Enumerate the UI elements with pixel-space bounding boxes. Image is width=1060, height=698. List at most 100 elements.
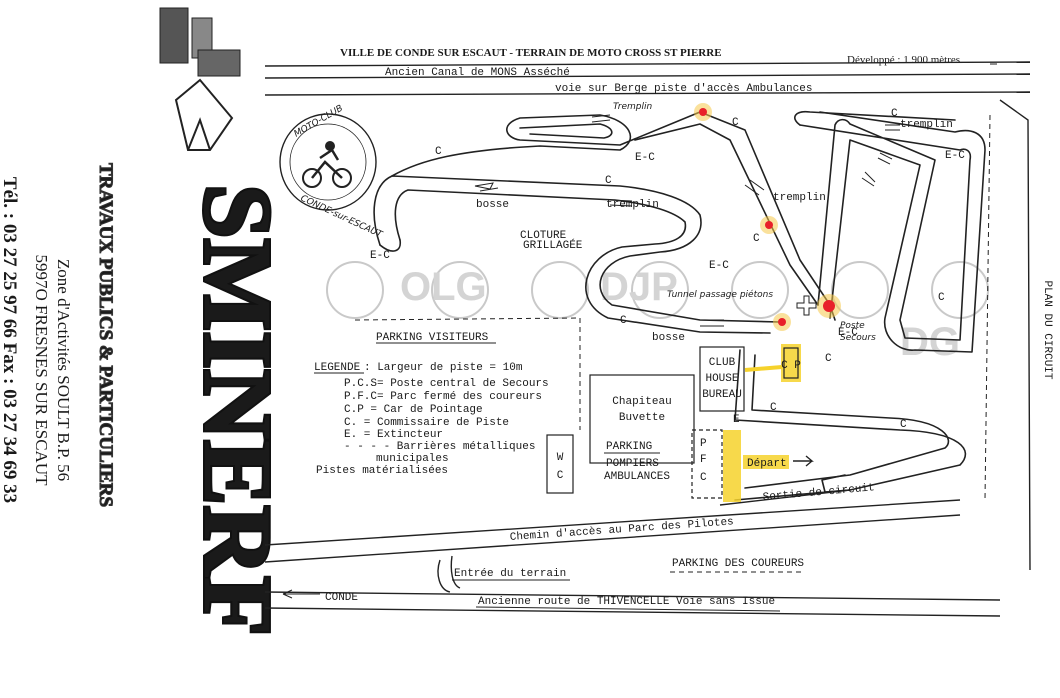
chemin-label: Chemin d'accès au Parc des Pilotes bbox=[509, 516, 734, 544]
watermark-text-3: DG bbox=[900, 320, 960, 364]
parc-ferme-box bbox=[691, 429, 723, 499]
tremplin-label: tremplin bbox=[606, 199, 659, 211]
depart-arrow bbox=[793, 455, 814, 467]
entree-commissaire-label: E-C bbox=[709, 260, 729, 272]
legend-width: : Largeur de piste = 10m bbox=[364, 362, 523, 374]
buvette-label: Buvette bbox=[619, 412, 665, 424]
legend-item: P.C.S= Poste central de Secours bbox=[344, 378, 549, 390]
road-line bbox=[264, 73, 1031, 79]
pfc-p-label: P bbox=[700, 438, 707, 450]
wc-box bbox=[546, 434, 574, 494]
legend-title: LEGENDE bbox=[314, 362, 361, 374]
tremplin-label: tremplin bbox=[773, 192, 826, 204]
commissaire-label: C bbox=[900, 419, 907, 431]
lower-roads: Chemin d'accès au Parc des Pilotes Entré… bbox=[264, 499, 1001, 617]
ambulances-label: AMBULANCES bbox=[604, 471, 670, 483]
car-pointage-highlight bbox=[781, 344, 801, 382]
moto-club-top: MOTO-CLUB bbox=[293, 104, 345, 140]
depart-highlight bbox=[743, 455, 789, 469]
jump-markers bbox=[474, 114, 900, 327]
legend-item: Pistes matérialisées bbox=[316, 465, 448, 477]
barrier-line bbox=[984, 114, 991, 501]
tremplin-handwritten: Tremplin bbox=[613, 102, 653, 112]
cp-label: C P bbox=[781, 360, 801, 372]
moto-club-logo: MOTO-CLUB CONDE-sur-ESCAUT bbox=[279, 104, 385, 241]
legend-item: C.P = Car de Pointage bbox=[344, 404, 483, 416]
pfc-f-label: F bbox=[700, 454, 707, 466]
chapiteau-label: Chapiteau bbox=[612, 396, 671, 408]
company-logo: SMINERF bbox=[183, 184, 291, 636]
legend-item: C. = Commissaire de Piste bbox=[344, 417, 509, 429]
bureau-label: BUREAU bbox=[702, 389, 742, 401]
depart-label: Départ bbox=[747, 458, 787, 470]
conde-label: CONDE bbox=[325, 592, 358, 604]
watermark: OLG DJP DG bbox=[326, 261, 989, 364]
berge-label: voie sur Berge piste d'accès Ambulances bbox=[555, 83, 812, 95]
commissaire-label: C bbox=[620, 315, 627, 327]
commissaire-label: C bbox=[605, 175, 612, 187]
legend-item: municipales bbox=[376, 453, 449, 465]
parking-visiteurs-label: PARKING VISITEURS bbox=[376, 332, 489, 344]
wc-w-label: W bbox=[557, 452, 564, 464]
road-line bbox=[264, 61, 1031, 67]
map-title: VILLE DE CONDE SUR ESCAUT - TERRAIN DE M… bbox=[340, 47, 722, 59]
entree-commissaire-label: E-C bbox=[945, 150, 965, 162]
road-line bbox=[264, 91, 1031, 96]
commissaire-label: C bbox=[435, 146, 442, 158]
company-tagline: TRAVAUX PUBLICS & PARTICULIERS bbox=[95, 163, 116, 507]
legend-item: E. = Extincteur bbox=[344, 429, 443, 441]
commissaire-label: C bbox=[825, 353, 832, 365]
extincteur-label: E bbox=[733, 414, 740, 426]
parking-coureurs-label: PARKING DES COUREURS bbox=[672, 558, 804, 570]
parking-label: PARKING bbox=[606, 441, 652, 453]
cloture-label: CLOTURE bbox=[520, 230, 567, 242]
highlight-markers bbox=[694, 103, 841, 331]
commissaire-label: C bbox=[938, 292, 945, 304]
club-label: CLUB bbox=[709, 357, 736, 369]
chapiteau-box bbox=[589, 374, 695, 464]
legend-item: P.F.C= Parc fermé des coureurs bbox=[344, 391, 542, 403]
road-line bbox=[999, 99, 1031, 571]
entree-commissaire-label: E-C bbox=[370, 250, 390, 262]
entree-label: Entrée du terrain bbox=[454, 568, 566, 580]
commissaire-label: C bbox=[891, 108, 898, 120]
road-line bbox=[719, 489, 851, 506]
company-address-line1: Zone d'Activités SOULT B.P. 56 bbox=[54, 259, 73, 481]
canal-label: Ancien Canal de MONS Asséché bbox=[385, 67, 570, 79]
secours-label: Secours bbox=[840, 333, 876, 343]
pfc-c-label: C bbox=[700, 472, 707, 484]
commissaire-label: C bbox=[770, 402, 777, 414]
track-length: Développé : 1 900 mètres bbox=[847, 54, 960, 66]
legend: LEGENDE : Largeur de piste = 10m P.C.S= … bbox=[314, 362, 549, 477]
company-phone: Tél. : 03 27 25 97 66 Fax : 03 27 34 69 … bbox=[0, 177, 20, 503]
car-pointage-box bbox=[783, 347, 799, 379]
club-house-box bbox=[699, 346, 745, 412]
bosse-label: bosse bbox=[652, 332, 685, 344]
cloture-label: GRILLAGÉE bbox=[523, 238, 583, 252]
watermark-text-1: OLG bbox=[400, 265, 487, 309]
tremplin-label: tremplin bbox=[900, 119, 953, 131]
sortie-label: Sortie de circuit bbox=[762, 482, 875, 504]
commissaire-label: C bbox=[732, 117, 739, 129]
route-label: Ancienne route de THIVENCELLE Voie sans … bbox=[478, 596, 775, 608]
poste-label: Poste bbox=[840, 321, 865, 331]
side-label: PLAN DU CIRCUIT bbox=[1041, 280, 1053, 379]
watermark-text-2: DJP bbox=[600, 265, 678, 309]
track bbox=[373, 110, 986, 501]
wc-c-label: C bbox=[557, 470, 564, 482]
entree-commissaire-label: E-C bbox=[838, 327, 858, 339]
moto-club-bottom: CONDE-sur-ESCAUT bbox=[299, 194, 385, 241]
excavator-illustration bbox=[159, 7, 241, 151]
underline bbox=[475, 606, 781, 612]
start-grid-highlight bbox=[723, 430, 741, 502]
cp-connector bbox=[744, 365, 783, 372]
company-panel: SMINERF TRAVAUX PUBLICS & PARTICULIERS Z… bbox=[0, 7, 293, 638]
bosse-label: bosse bbox=[476, 199, 509, 211]
conde-arrow bbox=[282, 589, 320, 599]
poste-secours: Poste Secours bbox=[796, 295, 876, 343]
entree-commissaire-label: E-C bbox=[635, 152, 655, 164]
company-address-line2: 5997O FRESNES SUR ESCAUT bbox=[32, 255, 51, 487]
barrier-line bbox=[354, 317, 581, 321]
commissaire-label: C bbox=[753, 233, 760, 245]
